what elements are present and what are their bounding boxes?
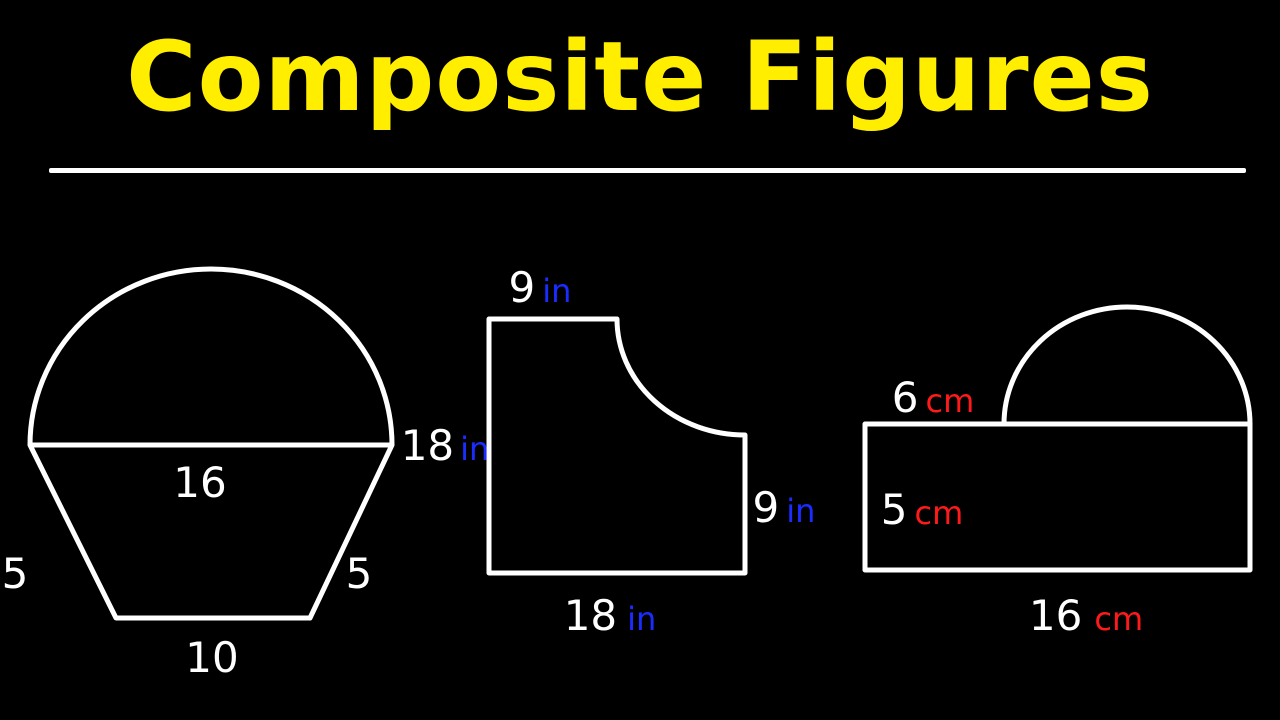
top-offset-label: 6 cm bbox=[892, 373, 975, 422]
top-semicircle-arc bbox=[1001, 304, 1253, 425]
title-divider bbox=[49, 168, 1246, 173]
right-dimension-number: 9 bbox=[753, 483, 780, 532]
figure-semicircle-trapezoid: 16 5 5 10 bbox=[2, 266, 395, 682]
left-dimension-number: 18 bbox=[401, 421, 454, 470]
width-label: 16 cm bbox=[1029, 591, 1143, 640]
height-number: 5 bbox=[881, 485, 908, 534]
bottom-base-label: 10 bbox=[185, 633, 238, 682]
right-dimension-unit: in bbox=[786, 492, 815, 530]
semicircle-arc bbox=[27, 266, 395, 446]
width-number: 16 bbox=[1029, 591, 1082, 640]
height-label: 5 cm bbox=[881, 485, 964, 534]
diameter-label: 16 bbox=[173, 458, 226, 507]
bottom-dimension-unit: in bbox=[627, 600, 656, 638]
top-dimension-unit: in bbox=[542, 272, 571, 310]
page-title: Composite Figures bbox=[126, 21, 1154, 133]
cutout-square-outline bbox=[486, 316, 748, 576]
left-dimension-unit: in bbox=[460, 430, 489, 468]
top-offset-number: 6 bbox=[892, 373, 919, 422]
figure-square-quarter-circle-cutout: 9 in 18 in 9 in 18 in bbox=[401, 263, 816, 640]
bottom-dimension-number: 18 bbox=[564, 591, 617, 640]
height-unit: cm bbox=[914, 494, 963, 532]
rectangle-outline bbox=[862, 421, 1253, 573]
width-unit: cm bbox=[1094, 600, 1143, 638]
right-slant-label: 5 bbox=[346, 549, 373, 598]
top-dimension-label: 9 in bbox=[509, 263, 572, 312]
figure-rectangle-semicircle: 6 cm 5 cm 16 cm bbox=[862, 304, 1253, 640]
top-offset-unit: cm bbox=[925, 382, 974, 420]
trapezoid-outline bbox=[27, 442, 395, 621]
left-slant-label: 5 bbox=[2, 549, 29, 598]
left-dimension-label: 18 in bbox=[401, 421, 490, 470]
bottom-dimension-label: 18 in bbox=[564, 591, 657, 640]
right-dimension-label: 9 in bbox=[753, 483, 816, 532]
top-dimension-number: 9 bbox=[509, 263, 536, 312]
